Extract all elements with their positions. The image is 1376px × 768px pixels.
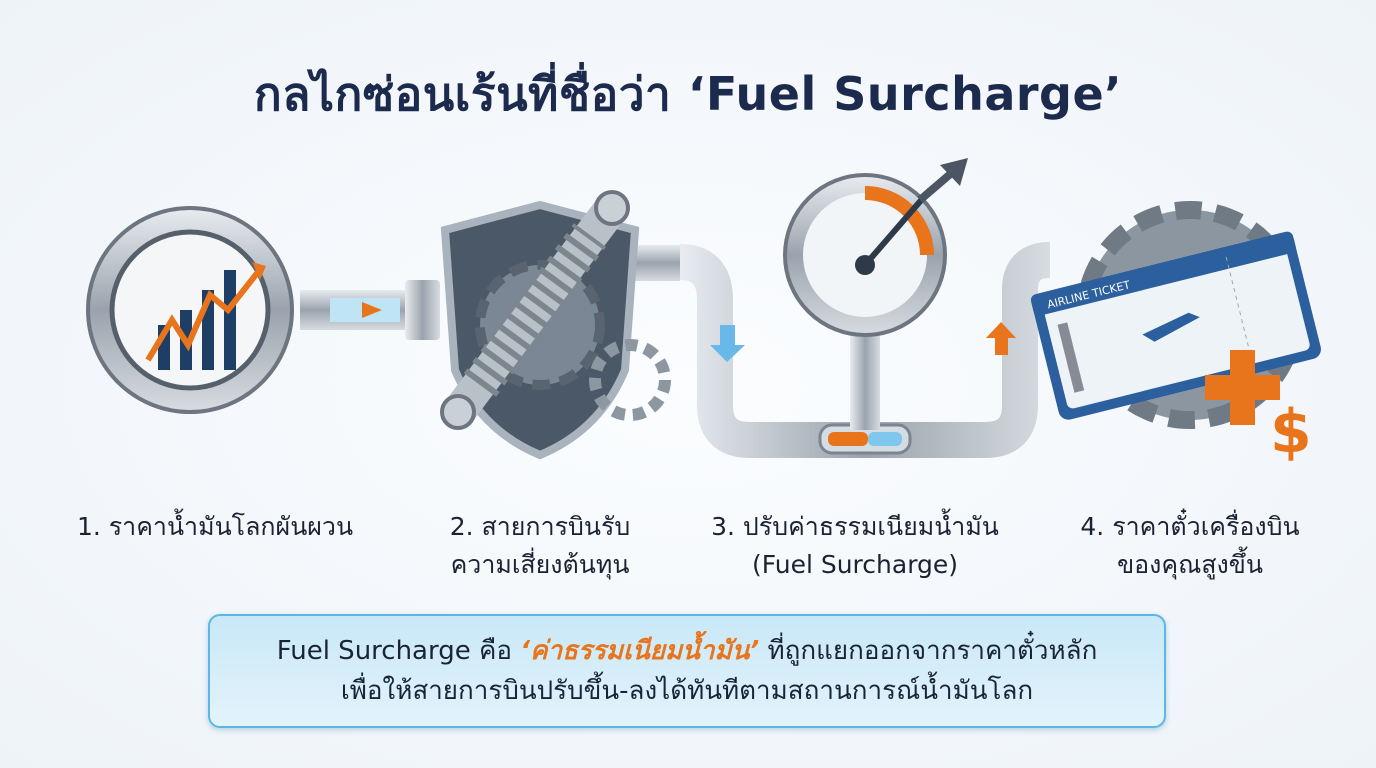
info-text-part2: ที่ถูกแยกออกจากราคาตั๋วหลัก <box>759 636 1098 666</box>
step-4-label: 4. ราคาตั๋วเครื่องบิน ของคุณสูงขึ้น <box>1030 508 1350 584</box>
airplane-icon <box>1142 312 1200 342</box>
dollar-icon: $ <box>1270 397 1312 467</box>
step-2-text-line2: ความเสี่ยงต้นทุน <box>450 550 630 579</box>
surcharge-gauge-icon <box>678 158 1052 458</box>
step-3-text-line2: (Fuel Surcharge) <box>751 550 959 579</box>
arrow-right-icon <box>362 302 382 318</box>
info-highlight: ‘ค่าธรรมเนียมน้ำมัน’ <box>520 636 760 666</box>
info-text-part1: Fuel Surcharge คือ <box>276 636 521 666</box>
process-illustration: AIRLINE TICKET $ <box>86 158 1321 467</box>
rising-arrow-icon <box>940 158 968 186</box>
step-3-label: 3. ปรับค่าธรรมเนียมน้ำมัน (Fuel Surcharg… <box>695 508 1015 584</box>
step-1-label: 1. ราคาน้ำมันโลกผันผวน <box>55 508 375 546</box>
plus-icon <box>1205 350 1280 425</box>
step-4-text-line2: ของคุณสูงขึ้น <box>1117 550 1263 579</box>
oil-price-chart-icon <box>86 206 440 414</box>
step-4-text-line1: 4. ราคาตั๋วเครื่องบิน <box>1080 512 1300 541</box>
step-3-text-line1: 3. ปรับค่าธรรมเนียมน้ำมัน <box>711 512 999 541</box>
info-line-1: Fuel Surcharge คือ ‘ค่าธรรมเนียมน้ำมัน’ … <box>210 631 1164 671</box>
info-line-2: เพื่อให้สายการบินปรับขึ้น-ลงได้ทันทีตามส… <box>340 676 1034 706</box>
arrow-down-icon <box>710 325 745 362</box>
step-2-label: 2. สายการบินรับ ความเสี่ยงต้นทุน <box>380 508 700 584</box>
step-1-text: 1. ราคาน้ำมันโลกผันผวน <box>76 512 354 541</box>
step-2-text-line1: 2. สายการบินรับ <box>449 512 631 541</box>
page-title: กลไกซ่อนเร้นที่ชื่อว่า ‘Fuel Surcharge’ <box>253 67 1123 121</box>
arrow-up-icon <box>986 322 1016 355</box>
info-box: Fuel Surcharge คือ ‘ค่าธรรมเนียมน้ำมัน’ … <box>208 614 1166 728</box>
shield-spring-icon <box>440 190 680 460</box>
airline-ticket-icon: AIRLINE TICKET $ <box>1030 201 1321 467</box>
